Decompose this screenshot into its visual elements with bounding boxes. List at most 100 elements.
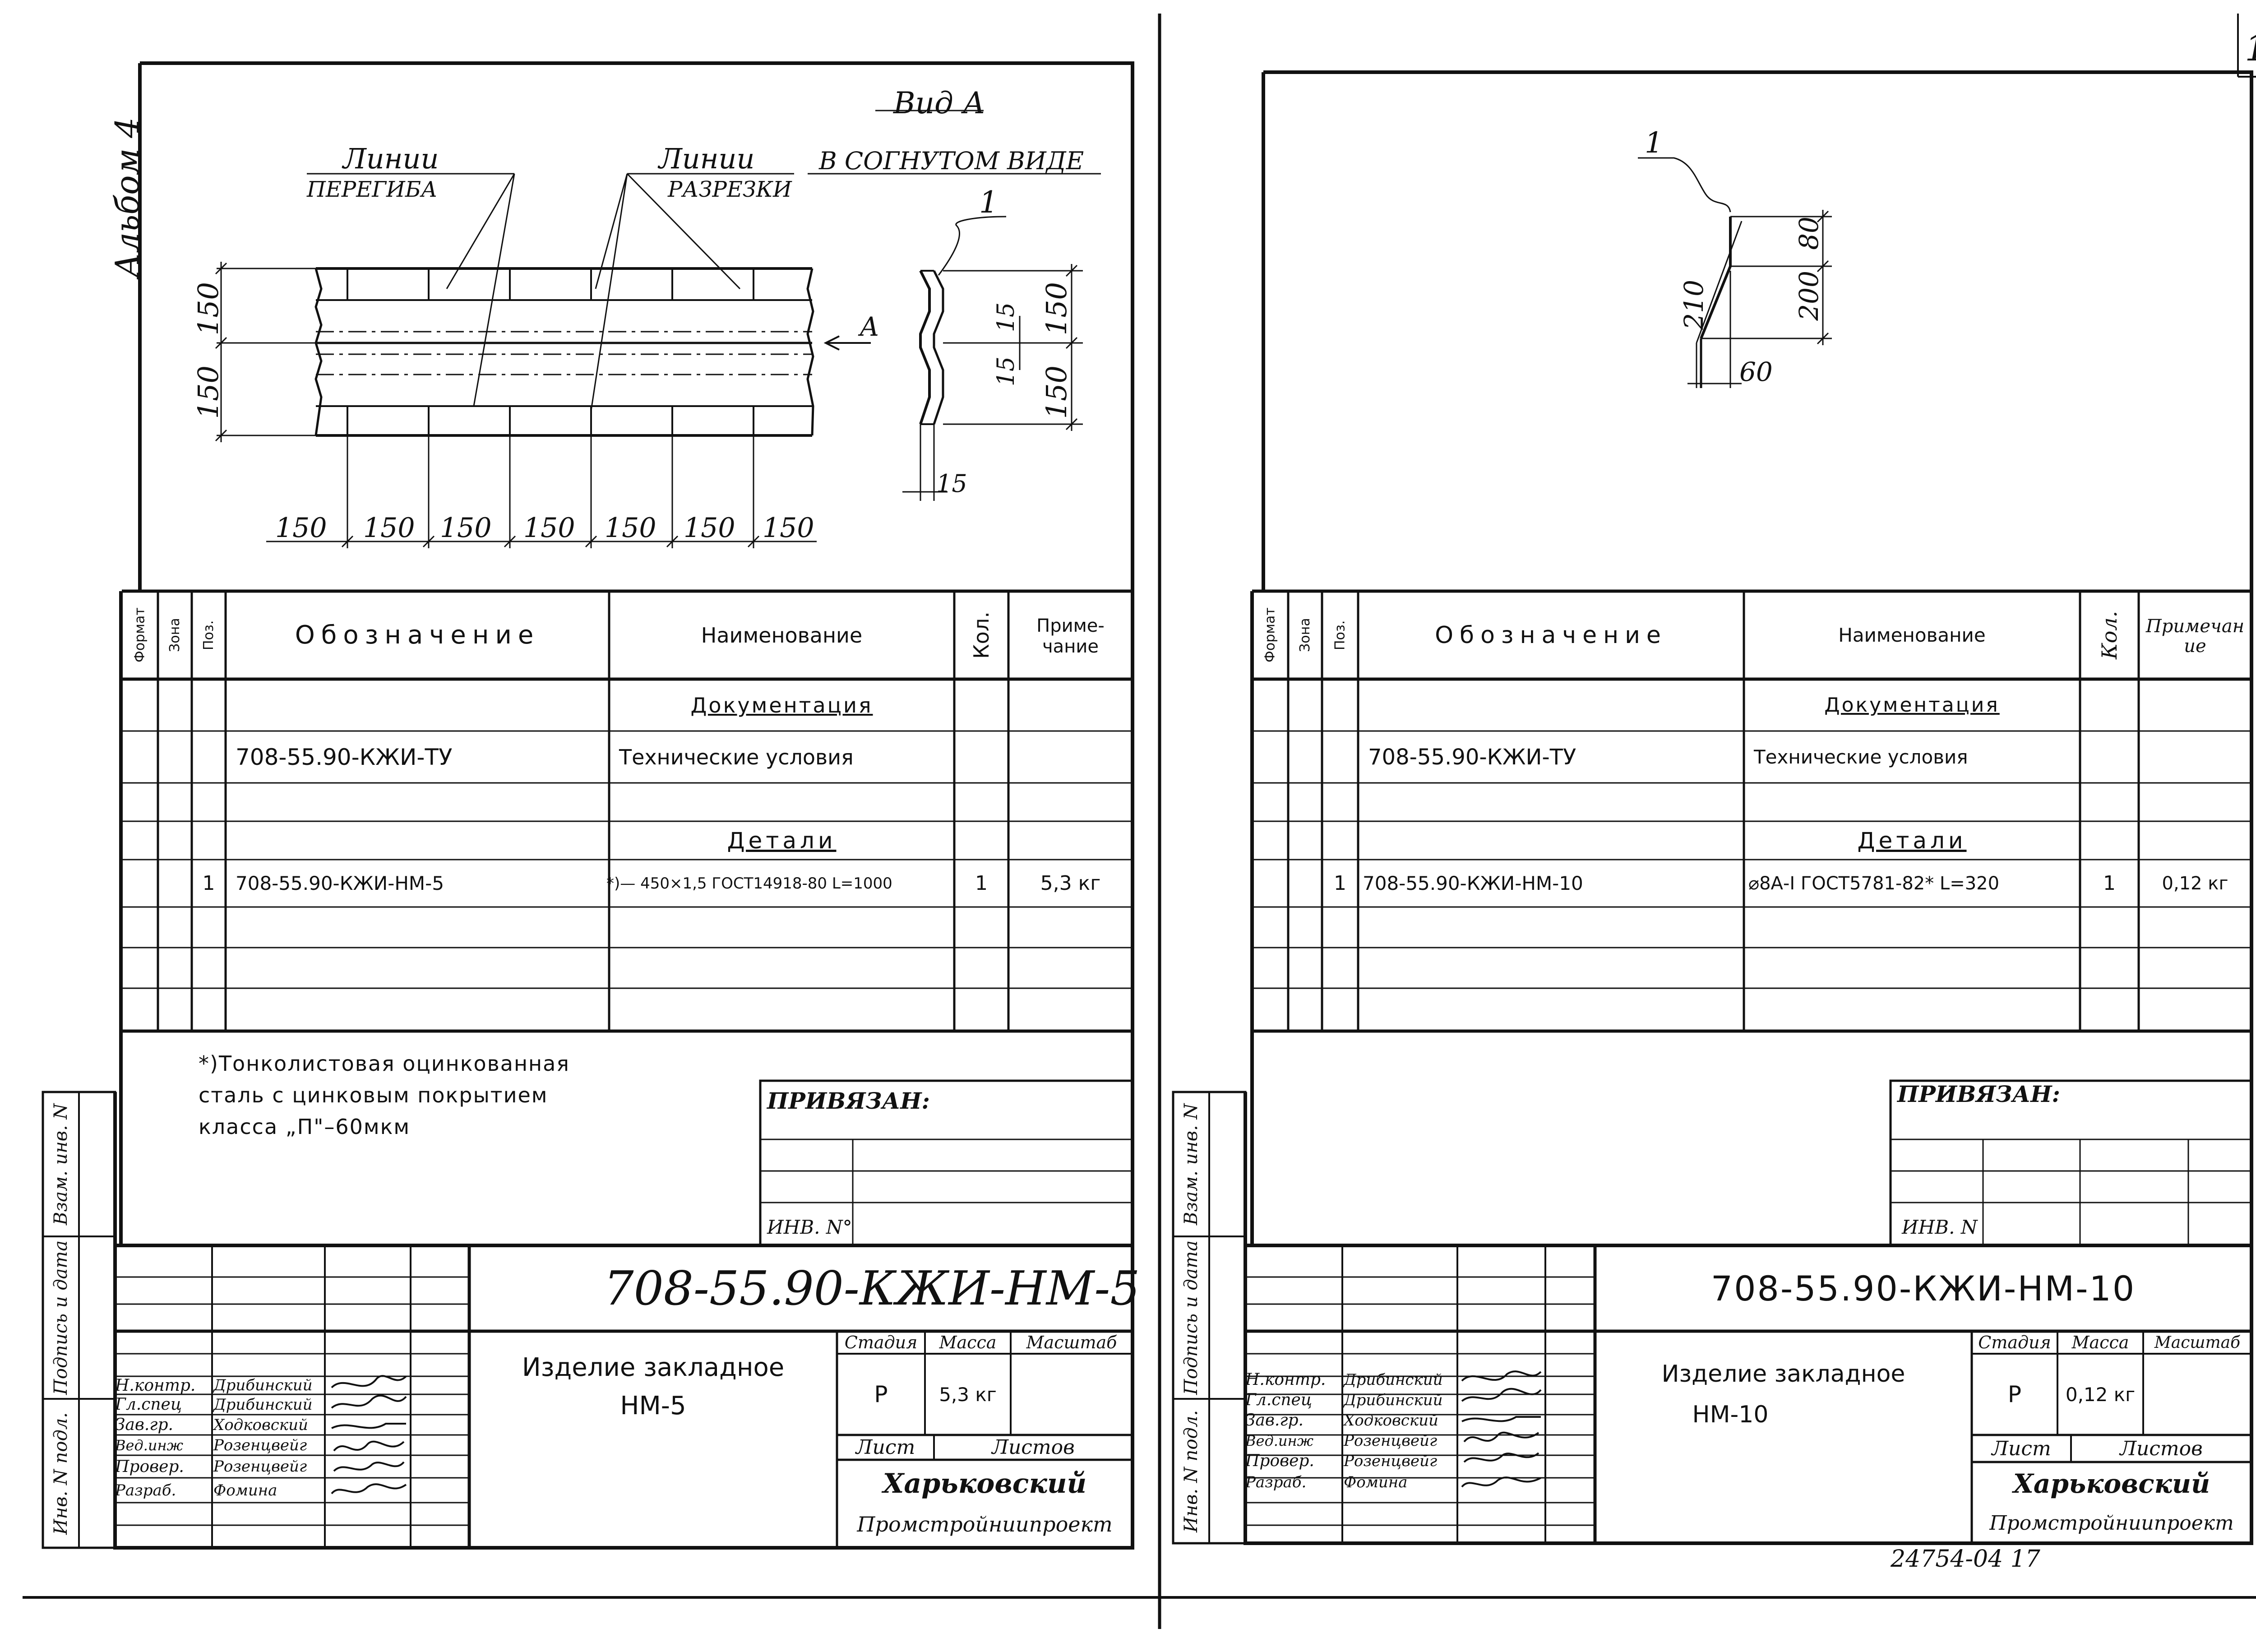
name-5: Розенцвейг — [213, 1458, 307, 1476]
role-3: Зав.гр. — [115, 1416, 173, 1434]
flat-sheet-drawing — [215, 110, 1101, 548]
r-header-zone: Зона — [1297, 618, 1313, 652]
r-product-mark: НМ-10 — [1692, 1401, 1769, 1428]
title-code: 708-55.90-КЖИ-НМ-5 — [604, 1261, 1140, 1316]
scale-label: Масштаб — [1026, 1333, 1117, 1352]
sheet-label: Лист — [855, 1436, 915, 1459]
header-qty: Кол. — [969, 611, 994, 659]
inv-label: ИНВ. N° — [767, 1216, 852, 1238]
bent-profile-drawing — [902, 216, 1083, 501]
r-role-3: Зав.гр. — [1245, 1411, 1304, 1430]
r-sheet-label: Лист — [1992, 1437, 2051, 1460]
name-3: Ходковский — [213, 1416, 308, 1434]
part-qty: 1 — [975, 872, 988, 895]
stage-value: Р — [874, 1381, 888, 1407]
section-parts-text: Детали — [727, 827, 837, 854]
side-label-sign-date: Подпись и дата — [51, 1240, 71, 1395]
r-role-2: Гл.спец — [1245, 1391, 1312, 1409]
rod-dim-60: 60 — [1739, 356, 1773, 387]
org-name-1: Харьковский — [883, 1467, 1087, 1499]
r-org-name-2: Промстройниипроект — [1989, 1511, 2234, 1535]
side-label-replace: Взам. инв. N — [51, 1103, 71, 1225]
header-zone: Зона — [167, 618, 183, 652]
r-product-name: Изделие закладное — [1661, 1360, 1905, 1388]
role-4: Вед.инж — [115, 1436, 183, 1454]
product-mark: НМ-5 — [620, 1391, 686, 1421]
dim-right-15b: 15 — [993, 356, 1020, 387]
r-header-pos: Поз. — [1332, 620, 1348, 650]
mass-label: Масса — [939, 1333, 997, 1352]
dim-bottom-3: 150 — [440, 512, 492, 544]
sheets-label: Листов — [992, 1436, 1075, 1459]
r-role-6: Разраб. — [1245, 1473, 1307, 1491]
r-stage-value: Р — [2007, 1381, 2022, 1407]
r-part-designation: 708-55.90-КЖИ-НМ-10 — [1363, 872, 1583, 894]
role-1: Н.контр. — [115, 1376, 196, 1395]
dim-bottom-1: 150 — [275, 512, 327, 544]
r-title-code: 708-55.90-КЖИ-НМ-10 — [1710, 1268, 2136, 1309]
side-label-inv: Инв. N подл. — [51, 1412, 71, 1535]
r-name-5: Розенцвейг — [1344, 1452, 1438, 1470]
r-section-docs: Документация — [1744, 679, 2080, 731]
name-2: Дрибинский — [213, 1395, 313, 1414]
r-doc-name: Технические условия — [1754, 746, 1968, 768]
footer-code: 24754-04 17 — [1891, 1546, 2040, 1573]
rod-dim-210: 210 — [1678, 280, 1709, 330]
r-doc-designation: 708-55.90-КЖИ-ТУ — [1368, 744, 1576, 770]
doc-name: Технические условия — [619, 745, 854, 769]
r-part-pos: 1 — [1334, 872, 1346, 895]
bound-label: ПРИВЯЗАН: — [767, 1087, 930, 1114]
dim-right-150a: 150 — [1040, 282, 1073, 336]
r-name-3: Ходковский — [1344, 1411, 1438, 1430]
footnote-line-2: сталь с цинковым покрытием — [199, 1083, 548, 1107]
r-sheets-label: Листов — [2120, 1437, 2203, 1460]
r-name-2: Дрибинский — [1344, 1391, 1443, 1409]
r-header-format: Формат — [1262, 607, 1278, 663]
r-name-1: Дрибинский — [1344, 1370, 1443, 1389]
dim-bottom-7: 150 — [763, 512, 814, 544]
role-2: Гл.спец — [115, 1395, 182, 1414]
bend-lines-label: Линии — [343, 142, 439, 175]
r-side-label-sign-date: Подпись и дата — [1181, 1240, 1202, 1395]
r-role-5: Провер. — [1245, 1452, 1314, 1470]
r-stage-label: Стадия — [1978, 1333, 2051, 1352]
name-6: Фомина — [213, 1481, 277, 1499]
signatures-right — [1461, 1370, 1542, 1488]
r-header-designation: Обозначение — [1435, 621, 1667, 649]
r-header-qty: Кол. — [2097, 611, 2122, 660]
r-role-1: Н.контр. — [1245, 1370, 1326, 1389]
r-header-name: Наименование — [1838, 624, 1986, 646]
signatures-left — [331, 1375, 407, 1495]
cut-lines-sublabel: РАЗРЕЗКИ — [668, 177, 792, 202]
org-name-2: Промстройниипроект — [857, 1512, 1113, 1536]
doc-designation: 708-55.90-КЖИ-ТУ — [236, 744, 453, 770]
r-mass-value: 0,12 кг — [2065, 1383, 2136, 1406]
name-1: Дрибинский — [213, 1376, 313, 1394]
r-section-docs-text: Документация — [1824, 694, 2000, 717]
rod-dim-200: 200 — [1794, 271, 1824, 321]
cut-lines-label: Линии — [659, 142, 755, 175]
mass-value: 5,3 кг — [939, 1383, 997, 1406]
product-name: Изделие закладное — [522, 1352, 785, 1382]
role-5: Провер. — [115, 1457, 184, 1476]
album-label: Альбом 4 — [108, 117, 146, 278]
part-name: *)— 450×1,5 ГОСТ14918-80 L=1000 — [606, 874, 892, 893]
dim-right-15a: 15 — [993, 302, 1020, 333]
footnote-line-1: *)Тонколистовая оцинкованная — [199, 1051, 570, 1076]
section-parts: Детали — [609, 821, 954, 860]
rod-dim-80: 80 — [1794, 217, 1824, 250]
stage-label: Стадия — [844, 1333, 918, 1352]
view-arrow-label: А — [860, 311, 879, 342]
dim-bottom-2: 150 — [363, 512, 415, 544]
r-name-4: Розенцвейг — [1344, 1431, 1438, 1450]
r-inv-label: ИНВ. N — [1902, 1216, 1978, 1238]
r-side-label-inv: Инв. N подл. — [1181, 1410, 1202, 1532]
r-org-name-1: Харьковский — [2013, 1468, 2210, 1499]
section-docs-text: Документация — [690, 693, 873, 717]
r-name-6: Фомина — [1344, 1473, 1408, 1491]
part-note: 5,3 кг — [1040, 872, 1101, 895]
dim-bottom-6: 150 — [684, 512, 735, 544]
r-part-qty: 1 — [2103, 872, 2116, 895]
r-mass-label: Масса — [2071, 1333, 2129, 1352]
